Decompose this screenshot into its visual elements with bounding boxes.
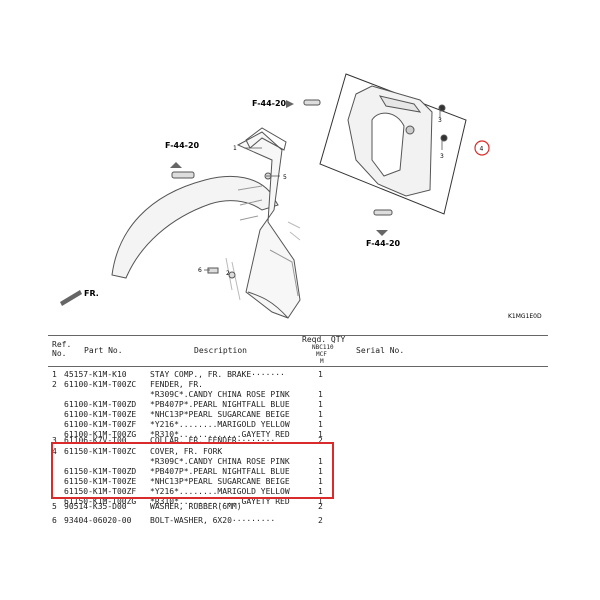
front-direction-label: FR. <box>84 289 99 298</box>
header-top-rule <box>48 335 548 336</box>
table-row: 61150-K1M-T00ZD*PB407P*.PEARL NIGHTFALL … <box>64 467 323 476</box>
ref-label-right-bottom: F-44-20 <box>366 239 401 248</box>
table-row: 61100-K1M-T00ZD*PB407P*.PEARL NIGHTFALL … <box>64 400 323 409</box>
callout-3a: 3 <box>438 117 442 124</box>
table-row: 61100-K1M-T00ZF*Y216*........MARIGOLD YE… <box>64 420 323 429</box>
table-row: 61100-K1M-T00ZE*NHC13P*PEARL SUGARCANE B… <box>64 410 323 419</box>
table-row: 61100-K1M-T00ZG*R310*.............GAYETY… <box>64 430 323 439</box>
diagram-code: K1MG1E0D <box>508 313 542 320</box>
table-row: 61150-K1M-T00ZF*Y216*........MARIGOLD YE… <box>64 487 323 496</box>
callout-2: 2 <box>226 270 230 277</box>
header-bottom-rule <box>48 366 548 367</box>
callout-4-circled: 4 <box>474 140 490 156</box>
table-row: 61150-K1M-T00ZE*NHC13P*PEARL SUGARCANE B… <box>64 477 323 486</box>
header-model-2: MCF <box>316 351 327 358</box>
bolt-hardware-drawing <box>171 99 393 279</box>
svg-text:4: 4 <box>480 146 484 153</box>
callout-1: 1 <box>233 145 237 152</box>
header-ref: Ref. <box>52 340 72 349</box>
callout-5: 5 <box>283 174 287 181</box>
header-reqd-qty: Reqd. QTY <box>302 335 346 344</box>
exploded-parts-diagram: F-44-20 F-44-20 F-44-20 1 2 3 3 4 5 6 FR… <box>60 73 542 320</box>
ref-label-right-top: F-44-20 <box>252 99 287 108</box>
fork-cover-drawing <box>319 73 467 215</box>
front-fender-drawing <box>111 127 301 319</box>
header-part-no: Part No. <box>84 346 123 355</box>
callout-lines <box>204 108 443 271</box>
reference-arrows <box>60 100 388 306</box>
table-row: 61150-K1M-T00ZG*R310*.............GAYETY… <box>64 497 323 506</box>
header-model-3: M <box>320 358 324 365</box>
header-serial-no: Serial No. <box>356 346 405 355</box>
header-no: No. <box>52 349 67 358</box>
highlight-box-fork-cover <box>51 442 334 499</box>
callout-3b: 3 <box>440 153 444 160</box>
header-description: Description <box>194 346 247 355</box>
header-model-1: NBC110 <box>312 344 334 351</box>
callout-6: 6 <box>198 267 202 274</box>
ref-label-left: F-44-20 <box>165 141 200 150</box>
parts-table-header: Ref. No. Part No. Description Reqd. QTY … <box>0 335 600 367</box>
